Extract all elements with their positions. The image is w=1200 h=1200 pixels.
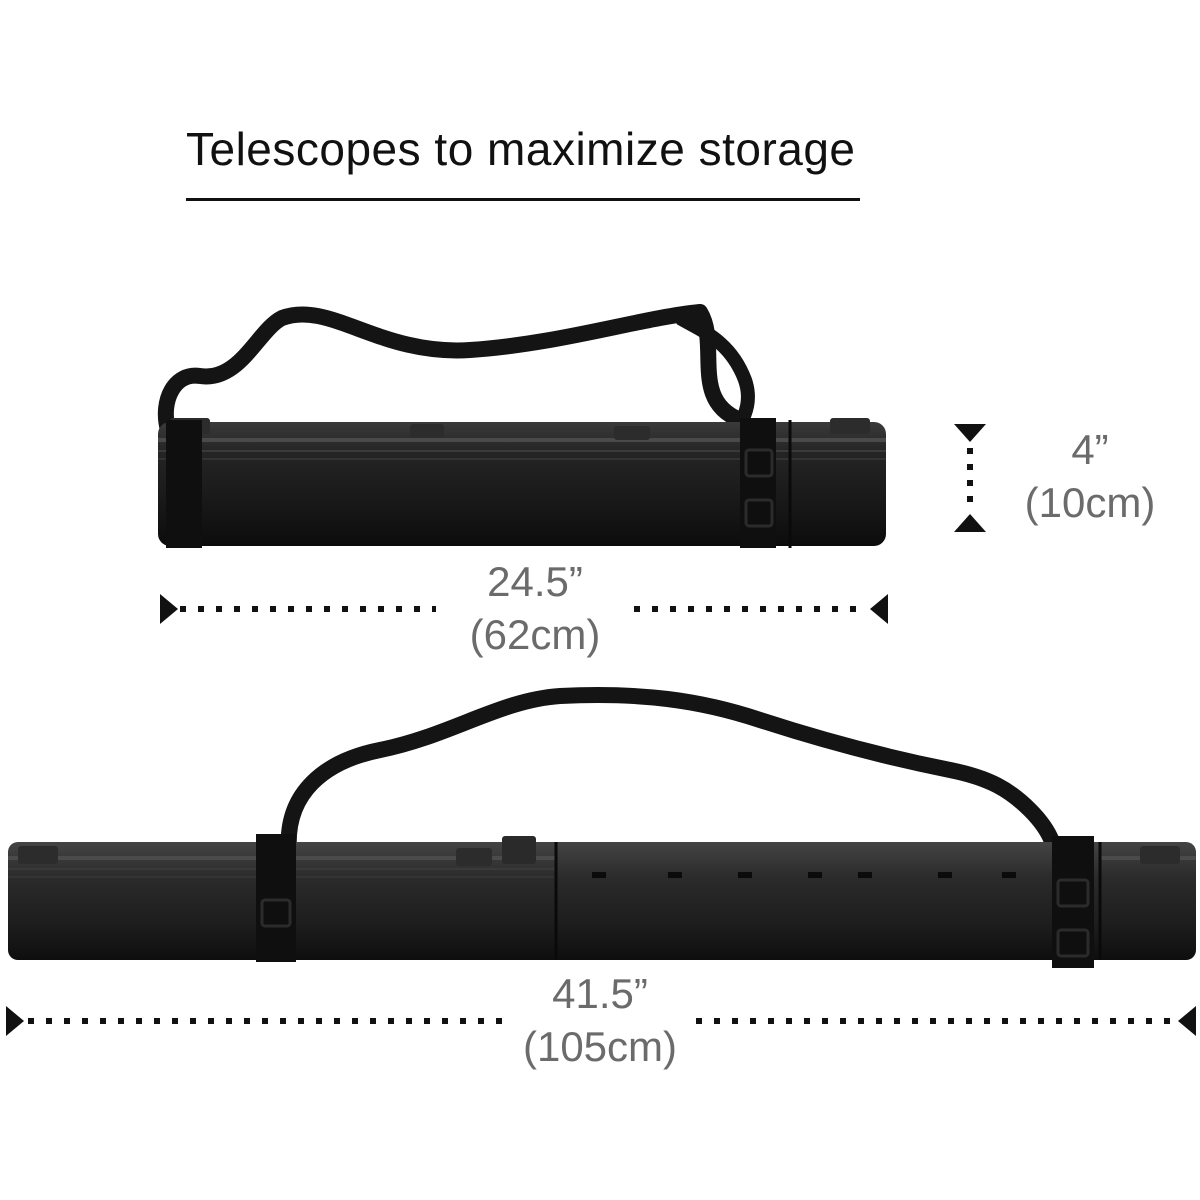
extended-length-imperial: 41.5”	[552, 970, 648, 1017]
collapsed-strap	[157, 304, 744, 433]
heading-underline	[186, 198, 860, 201]
collapsed-length-arrow	[160, 594, 888, 624]
diameter-label: 4” (10cm)	[1010, 424, 1170, 529]
extended-length-label: 41.5” (105cm)	[500, 968, 700, 1073]
diameter-metric: (10cm)	[1024, 478, 1156, 526]
extended-length-metric: (105cm)	[522, 1022, 678, 1070]
collapsed-length-imperial: 24.5”	[487, 558, 583, 605]
diameter-imperial: 4”	[1071, 426, 1109, 473]
collapsed-length-metric: (62cm)	[469, 610, 601, 658]
collapsed-length-label: 24.5” (62cm)	[440, 556, 630, 661]
page-heading: Telescopes to maximize storage	[186, 123, 856, 175]
extended-strap	[280, 687, 1065, 882]
extended-tube	[8, 687, 1196, 968]
diameter-arrow	[954, 424, 986, 532]
collapsed-tube	[157, 304, 886, 548]
extended-length-arrow	[6, 1006, 1196, 1036]
